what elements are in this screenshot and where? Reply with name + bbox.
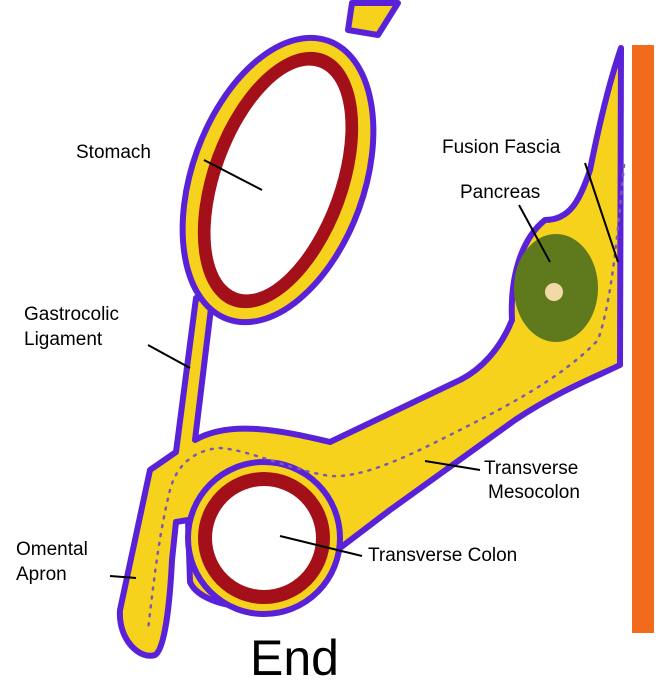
pancreatic-duct	[545, 283, 563, 301]
label-pancreas: Pancreas	[460, 182, 540, 203]
caption-end: End	[250, 630, 339, 686]
gastrocolic-leader-line	[148, 345, 190, 368]
label-transverse-colon: Transverse Colon	[368, 545, 517, 566]
label-fusion-fascia: Fusion Fascia	[442, 137, 561, 158]
label-omental-line1: Omental	[16, 539, 88, 560]
transverse-colon-lumen	[212, 486, 316, 590]
esophagus	[348, 3, 398, 35]
label-transverse-mesocolon-line1: Transverse	[484, 458, 578, 479]
label-stomach: Stomach	[76, 142, 151, 163]
label-transverse-mesocolon-line2: Mesocolon	[488, 482, 580, 503]
label-gastrocolic-line2: Ligament	[24, 329, 103, 350]
posterior-abdominal-wall	[632, 45, 654, 633]
label-gastrocolic-line1: Gastrocolic	[24, 304, 119, 325]
label-omental-line2: Apron	[16, 564, 67, 585]
